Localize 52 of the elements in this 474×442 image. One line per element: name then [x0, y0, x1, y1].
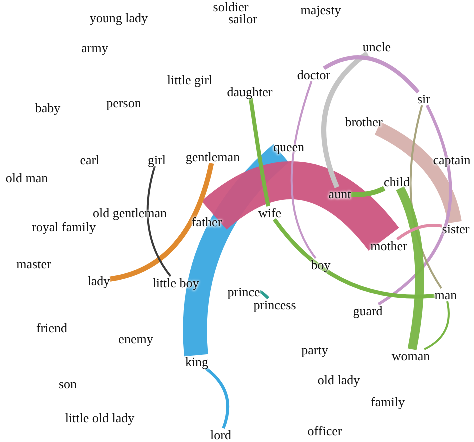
word-label: doctor	[297, 68, 331, 82]
connector-band	[290, 81, 317, 260]
word-label: daughter	[227, 86, 273, 98]
word-label: prince	[228, 286, 260, 298]
word-label: majesty	[300, 4, 342, 16]
word-label: sister	[442, 222, 470, 236]
connector-band	[202, 162, 399, 252]
word-label: uncle	[362, 40, 392, 54]
connector-band	[323, 56, 420, 94]
word-label: little old lady	[65, 412, 135, 424]
word-label: man	[434, 288, 458, 302]
word-label: princess	[254, 298, 296, 312]
word-label: army	[82, 42, 108, 54]
connector-band	[396, 186, 424, 350]
word-label: old man	[6, 172, 48, 184]
word-label: girl	[148, 154, 166, 166]
word-label: sir	[418, 92, 430, 106]
connector-band	[378, 104, 452, 306]
word-label: child	[384, 176, 410, 188]
word-label: gentleman	[186, 150, 240, 164]
word-label: party	[302, 344, 328, 356]
word-label: guard	[353, 304, 383, 318]
word-label: sailor	[228, 12, 258, 26]
connector-band	[273, 218, 435, 299]
word-label: little girl	[167, 74, 213, 86]
word-label: lord	[210, 428, 232, 442]
word-label: mother	[370, 240, 408, 252]
word-label: enemy	[118, 332, 154, 346]
word-label: royal family	[32, 220, 96, 234]
connector-band	[424, 301, 450, 350]
word-label: young lady	[90, 12, 148, 24]
connector-band	[351, 186, 386, 198]
word-label: aunt	[328, 188, 352, 200]
word-label: brother	[345, 116, 383, 128]
word-label: officer	[308, 424, 342, 438]
word-label: woman	[392, 350, 430, 362]
word-label: person	[106, 96, 142, 110]
word-label: master	[16, 258, 52, 270]
word-label: lady	[88, 274, 110, 288]
word-label: old lady	[318, 374, 360, 386]
word-label: earl	[80, 154, 100, 166]
word-label: friend	[36, 322, 68, 334]
word-label: soldier	[213, 0, 249, 14]
word-label: son	[58, 378, 78, 390]
connector-band	[110, 162, 214, 282]
word-label: king	[185, 356, 209, 368]
word-label: captain	[433, 154, 471, 166]
word-label: baby	[35, 102, 61, 114]
word-label: family	[371, 396, 405, 408]
connector-band	[396, 224, 443, 241]
connector-band	[322, 52, 370, 188]
word-label: wife	[258, 206, 282, 220]
